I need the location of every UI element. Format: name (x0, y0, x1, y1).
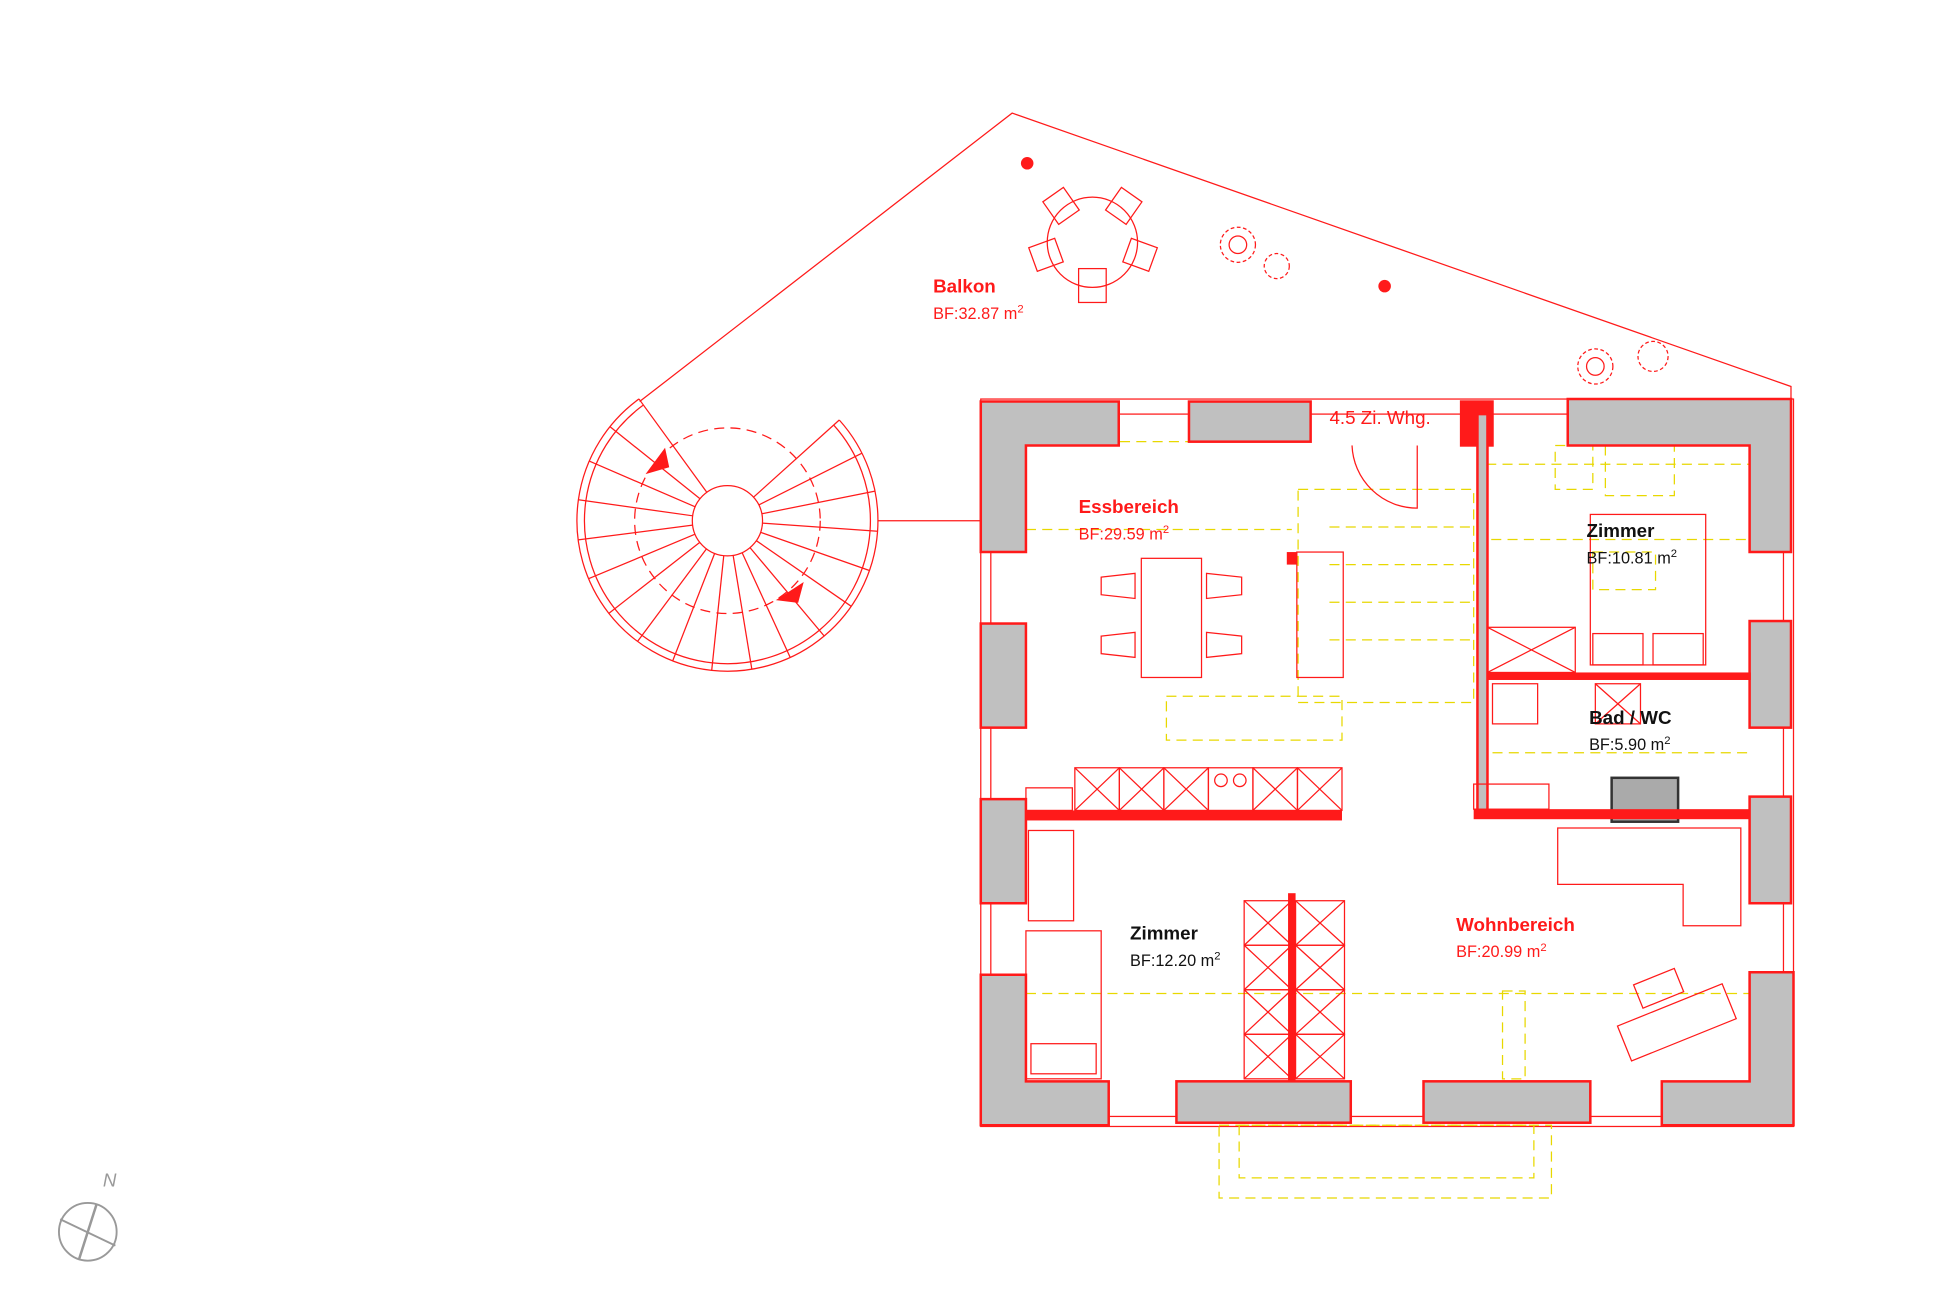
kitchen-cabinet (1207, 767, 1254, 812)
stair-tread (672, 553, 716, 662)
closet-cell (1294, 1033, 1346, 1080)
closet-cell (1243, 1033, 1293, 1080)
room-area-balkon: BF:32.87 m2 (933, 304, 1024, 323)
coffee-table (1616, 982, 1738, 1062)
stair-tread (637, 548, 707, 642)
plants (1219, 226, 1669, 385)
room-name-zimmer-2: Zimmer (1130, 923, 1199, 944)
stair-edge (583, 404, 871, 665)
stair-tread (578, 524, 693, 541)
door-swing (1351, 445, 1418, 509)
bed (1025, 930, 1102, 1080)
stair-tread (588, 460, 696, 508)
walls (979, 397, 1795, 1127)
room-area-zimmer-1: BF:10.81 m2 (1587, 548, 1678, 567)
wardrobe (1243, 900, 1346, 1080)
hob-icon (1232, 773, 1247, 788)
stair-tread (741, 552, 791, 658)
north-label: N (103, 1170, 117, 1191)
stair-tread (761, 490, 876, 515)
post-marker (1020, 156, 1034, 170)
room-name-essbereich: Essbereich (1079, 496, 1179, 517)
stair-tread (762, 522, 878, 532)
room-area-bad-wc: BF:5.90 m2 (1589, 735, 1670, 754)
room-name-wohnbereich: Wohnbereich (1456, 914, 1575, 935)
stair-tread (711, 555, 725, 671)
stair-tread (753, 419, 840, 498)
north-arrow-icon: N (58, 1170, 118, 1262)
room-name-bad-wc: Bad / WC (1589, 707, 1672, 728)
desk (1027, 829, 1075, 922)
stair-tread (758, 452, 863, 506)
stair-tread (608, 541, 701, 614)
post-marker (1378, 279, 1391, 293)
kitchen-counter (1025, 767, 1343, 812)
room-name-zimmer-1: Zimmer (1587, 520, 1656, 541)
stair-arrow-icon (775, 581, 804, 603)
kitchen-cabinet (1296, 767, 1343, 812)
hob-icon (1214, 773, 1228, 788)
spiral-staircase (576, 398, 879, 672)
balcony-table (1027, 186, 1159, 304)
stair-core (691, 484, 764, 557)
sofa (1557, 827, 1742, 927)
balcony-outline (639, 112, 1792, 403)
stair-walkline (633, 427, 821, 615)
stair-tread (755, 540, 852, 607)
unit-label: 4.5 Zi. Whg. (1329, 407, 1430, 428)
stair-outer-edge (576, 398, 879, 672)
interior-walls (1025, 552, 1751, 1082)
bed (1589, 513, 1707, 666)
stair-tread (638, 398, 708, 493)
room-area-wohnbereich: BF:20.99 m2 (1456, 942, 1547, 961)
stair-tread (732, 555, 753, 670)
dining-table (1100, 557, 1243, 679)
stair-arrow-icon (645, 447, 670, 475)
stair-tread (760, 531, 870, 572)
room-name-balkon: Balkon (933, 275, 996, 296)
stair-tread (588, 533, 696, 580)
room-area-zimmer-2: BF:12.20 m2 (1130, 951, 1221, 970)
stair-tread (749, 547, 825, 637)
stair-tread (578, 499, 693, 517)
room-area-essbereich: BF:29.59 m2 (1079, 524, 1170, 543)
